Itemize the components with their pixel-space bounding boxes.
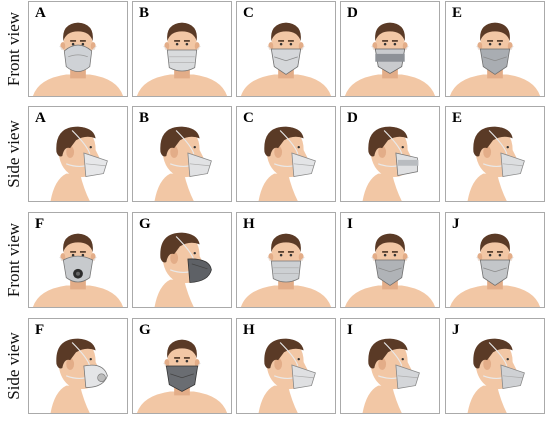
panel-letter-label: H [243, 216, 255, 232]
panel-letter-label: J [452, 322, 460, 338]
panel-b-side: B [132, 106, 232, 202]
panel-letter-label: D [347, 5, 358, 21]
panel-d-side: D [340, 106, 440, 202]
panel-letter-label: G [139, 216, 151, 232]
row-label-4: Side view [0, 318, 28, 414]
panel-c-side: C [236, 106, 336, 202]
person-wearing-mask-illustration [154, 232, 212, 307]
person-wearing-mask-illustration [467, 126, 525, 201]
panel-f-front: F [28, 212, 128, 308]
person-wearing-mask-illustration [136, 339, 228, 413]
panel-a-side: A [28, 106, 128, 202]
person-wearing-mask-illustration [50, 126, 108, 201]
panel-b-front: B [132, 1, 232, 97]
row-label-1: Front view [0, 1, 28, 97]
panel-letter-label: F [35, 322, 45, 338]
panel-letter-label: I [347, 322, 353, 338]
row-label-2: Side view [0, 106, 28, 202]
panel-letter-label: A [35, 110, 46, 126]
person-wearing-mask-illustration [258, 126, 316, 201]
row-label-text: Front view [4, 11, 24, 87]
person-wearing-mask-illustration [449, 233, 541, 307]
panel-letter-label: A [35, 5, 46, 21]
panel-j-side: J [445, 318, 545, 414]
panel-g-front: G [132, 212, 232, 308]
row-label-text: Side view [4, 332, 23, 400]
person-wearing-mask-illustration [240, 22, 332, 96]
panel-e-side: E [445, 106, 545, 202]
panel-letter-label: G [139, 322, 151, 338]
panel-i-front: I [340, 212, 440, 308]
panel-letter-label: B [139, 110, 150, 126]
person-wearing-mask-illustration [32, 233, 124, 307]
person-wearing-mask-illustration [50, 338, 108, 413]
person-wearing-mask-illustration [136, 22, 228, 96]
panel-letter-label: I [347, 216, 353, 232]
panel-letter-label: E [452, 110, 463, 126]
row-label-text: Side view [4, 120, 23, 188]
person-wearing-mask-illustration [449, 22, 541, 96]
panel-e-front: E [445, 1, 545, 97]
person-wearing-mask-illustration [154, 126, 212, 201]
person-wearing-mask-illustration [258, 338, 316, 413]
panel-c-front: C [236, 1, 336, 97]
panel-a-front: A [28, 1, 128, 97]
person-wearing-mask-illustration [344, 22, 436, 96]
row-label-3: Front view [0, 212, 28, 308]
panel-g-side: G [132, 318, 232, 414]
panel-letter-label: E [452, 5, 463, 21]
person-wearing-mask-illustration [344, 233, 436, 307]
panel-h-front: H [236, 212, 336, 308]
person-wearing-mask-illustration [362, 126, 419, 201]
person-wearing-mask-illustration [467, 338, 525, 413]
panel-letter-label: B [139, 5, 150, 21]
panel-h-side: H [236, 318, 336, 414]
row-label-text: Front view [4, 222, 24, 298]
panel-d-front: D [340, 1, 440, 97]
panel-letter-label: F [35, 216, 45, 232]
person-wearing-mask-illustration [32, 22, 124, 96]
person-wearing-mask-illustration [240, 233, 332, 307]
panel-letter-label: D [347, 110, 358, 126]
panel-f-side: F [28, 318, 128, 414]
panel-letter-label: H [243, 322, 255, 338]
panel-i-side: I [340, 318, 440, 414]
panel-letter-label: J [452, 216, 460, 232]
panel-letter-label: C [243, 110, 254, 126]
person-wearing-mask-illustration [362, 338, 420, 413]
panel-j-front: J [445, 212, 545, 308]
panel-letter-label: C [243, 5, 254, 21]
